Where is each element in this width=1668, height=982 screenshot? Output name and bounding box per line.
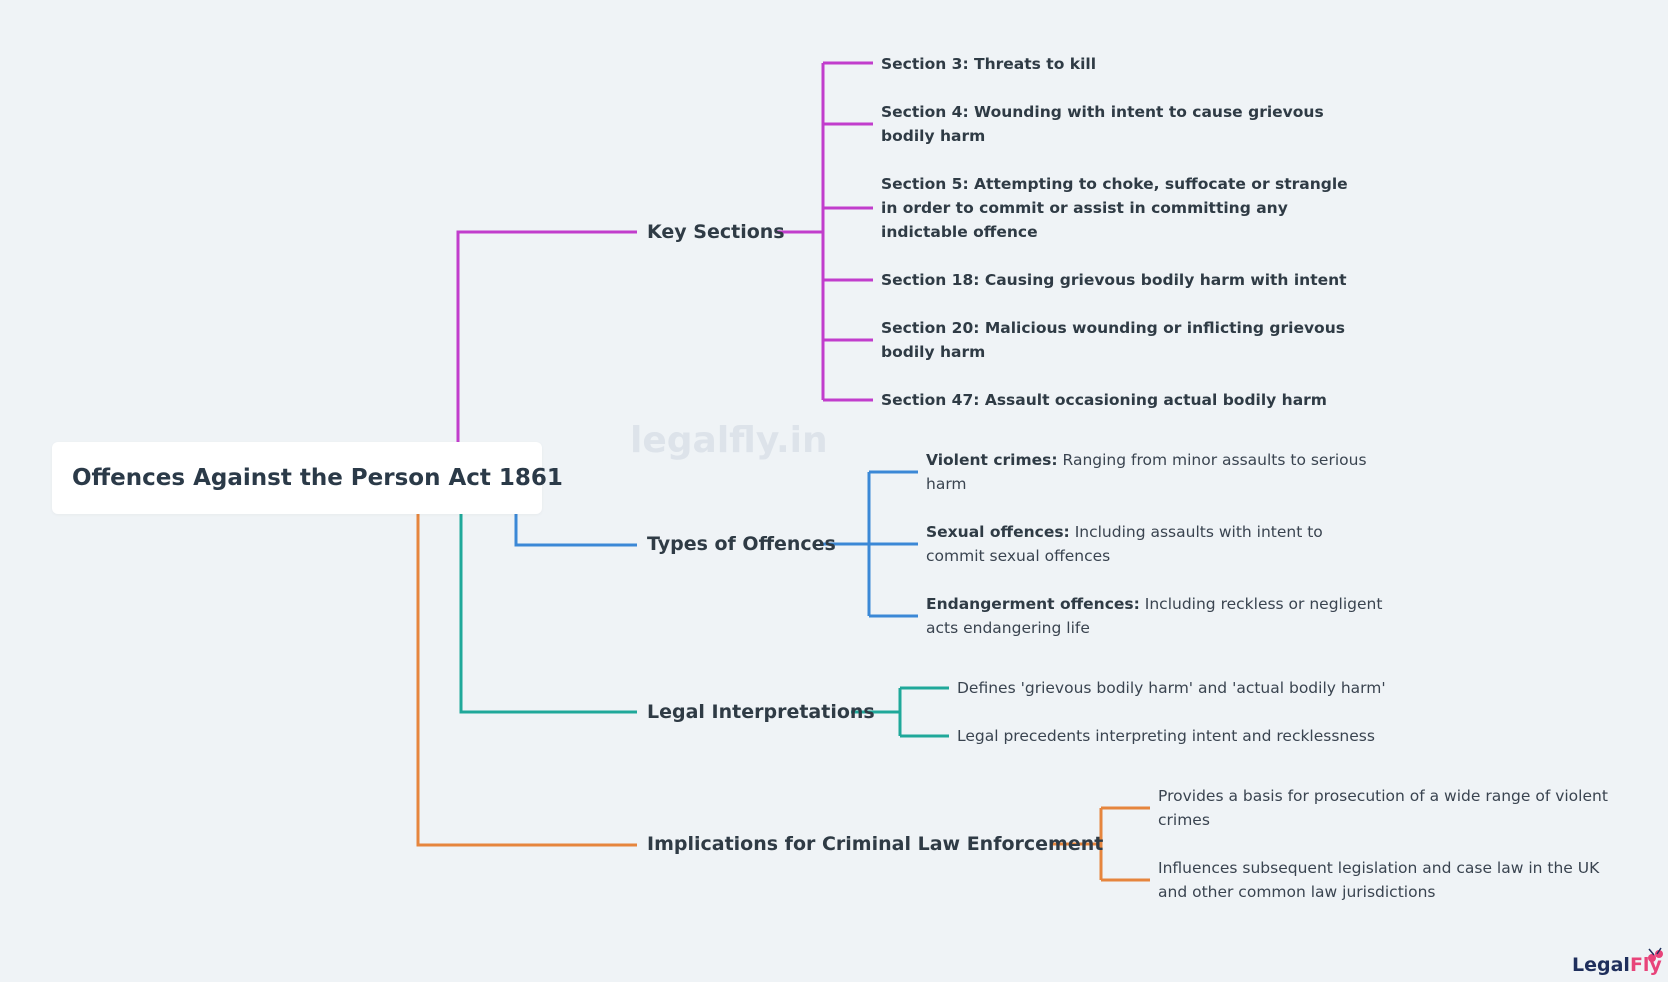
offence-type-item[interactable]: Violent crimes: Ranging from minor assau… bbox=[926, 448, 1386, 496]
watermark: legalfly.in bbox=[630, 420, 828, 461]
butterfly-icon bbox=[1648, 947, 1663, 962]
root-to-key-sections-line bbox=[456, 230, 637, 442]
key-section-item[interactable]: Section 4: Wounding with intent to cause… bbox=[881, 103, 1324, 145]
branch-types-of-offences[interactable]: Types of Offences bbox=[647, 533, 836, 555]
branch-implications[interactable]: Implications for Criminal Law Enforcemen… bbox=[647, 833, 1104, 855]
key-sections-connectors bbox=[456, 61, 873, 442]
key-section-item[interactable]: Section 18: Causing grievous bodily harm… bbox=[881, 271, 1347, 289]
offence-type-desc: Ranging from minor assaults to serious h… bbox=[926, 451, 1367, 493]
branch-legal-interpretations[interactable]: Legal Interpretations bbox=[647, 701, 875, 723]
implications-connectors bbox=[416, 514, 1150, 882]
key-section-item[interactable]: Section 5: Attempting to choke, suffocat… bbox=[881, 175, 1348, 241]
root-to-interpretations-line bbox=[459, 514, 637, 714]
root-title: Offences Against the Person Act 1861 bbox=[72, 465, 563, 491]
key-section-item[interactable]: Section 47: Assault occasioning actual b… bbox=[881, 391, 1327, 409]
implication-item[interactable]: Provides a basis for prosecution of a wi… bbox=[1158, 787, 1608, 829]
key-section-item[interactable]: Section 3: Threats to kill bbox=[881, 55, 1097, 73]
key-section-item[interactable]: Section 20: Malicious wounding or inflic… bbox=[881, 319, 1345, 361]
offence-type-desc: Including reckless or negligent acts end… bbox=[926, 595, 1383, 637]
offence-type-item[interactable]: Sexual offences: Including assaults with… bbox=[926, 520, 1386, 568]
root-to-implications-line bbox=[416, 514, 637, 847]
offence-type-term: Endangerment offences: bbox=[926, 595, 1140, 613]
root-node[interactable]: Offences Against the Person Act 1861 bbox=[52, 442, 563, 514]
offence-type-term: Violent crimes: bbox=[926, 451, 1058, 469]
logo-text-legal: Legal bbox=[1572, 954, 1630, 976]
types-of-offences-connectors bbox=[514, 470, 918, 618]
offence-type-item[interactable]: Endangerment offences: Including reckles… bbox=[926, 592, 1386, 640]
branch-key-sections[interactable]: Key Sections bbox=[647, 221, 785, 243]
root-to-types-line bbox=[514, 514, 637, 547]
legal-interpretations-connectors bbox=[459, 514, 949, 738]
implication-item[interactable]: Influences subsequent legislation and ca… bbox=[1158, 859, 1600, 901]
interpretation-item[interactable]: Legal precedents interpreting intent and… bbox=[957, 727, 1375, 745]
interpretation-item[interactable]: Defines 'grievous bodily harm' and 'actu… bbox=[957, 679, 1386, 697]
offence-type-desc: Including assaults with intent to commit… bbox=[926, 523, 1323, 565]
offence-type-term: Sexual offences: bbox=[926, 523, 1070, 541]
